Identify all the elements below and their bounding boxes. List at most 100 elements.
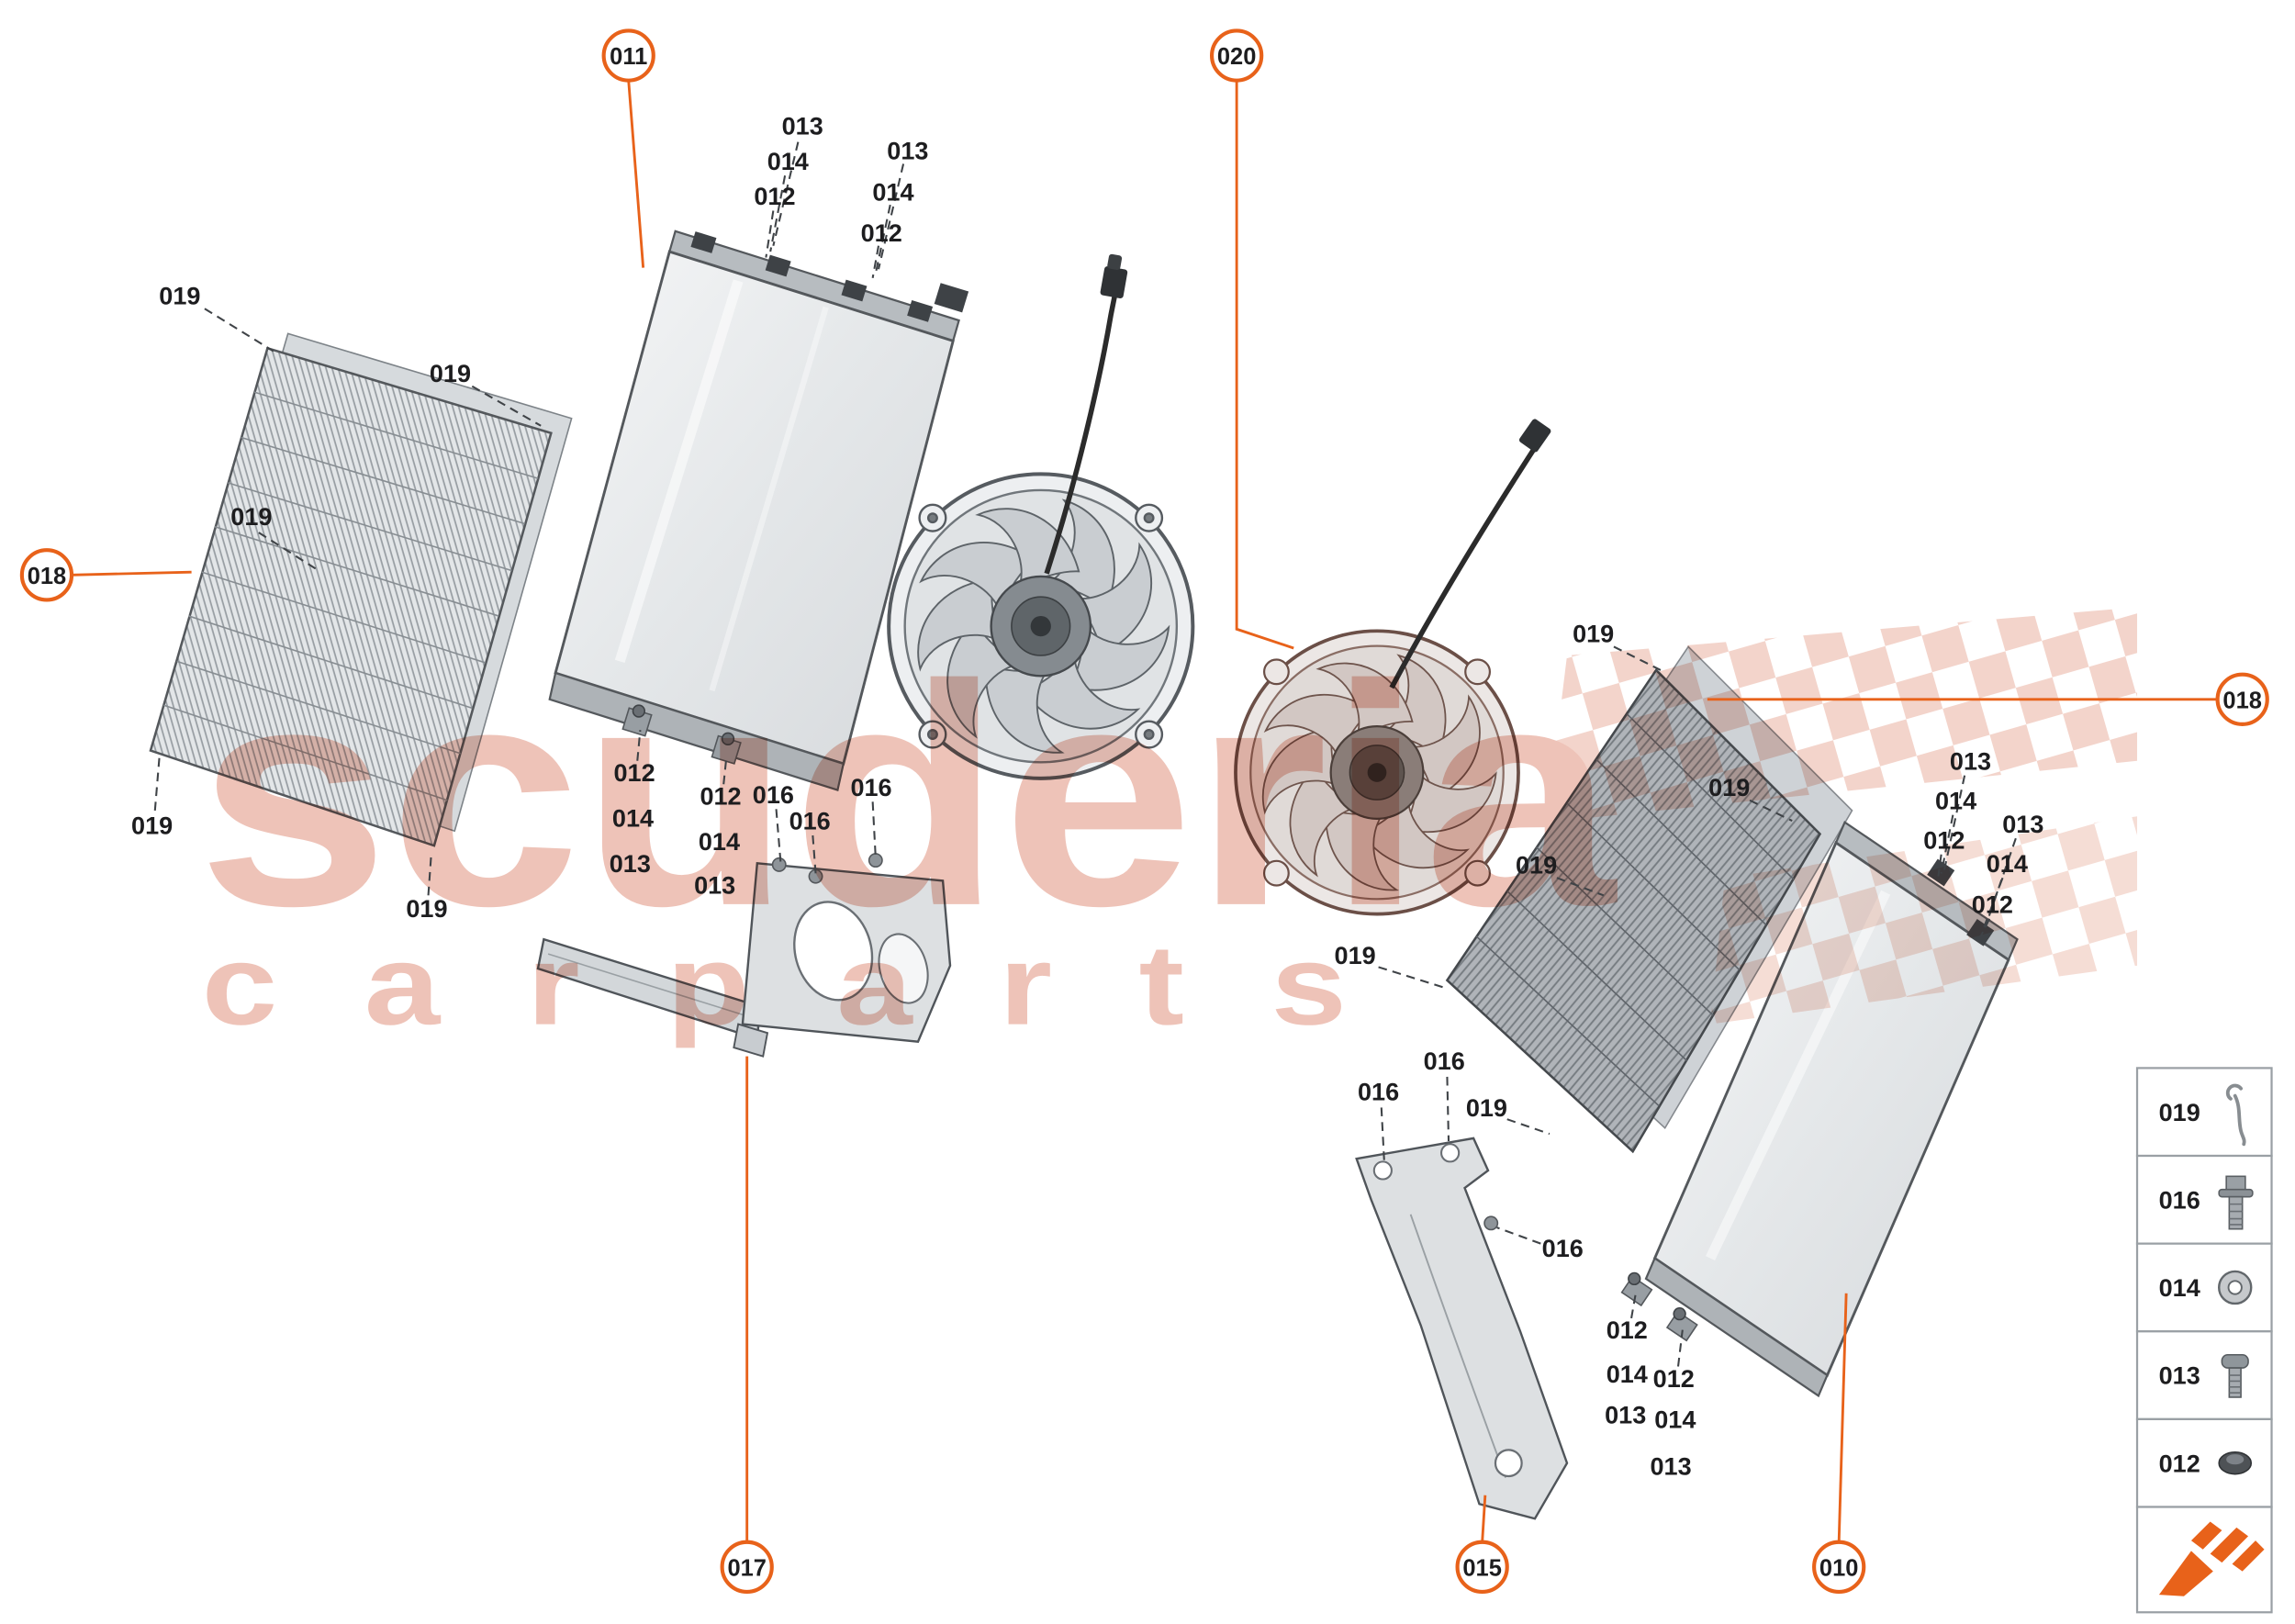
legend-row-012[interactable]: 012 (2135, 1417, 2273, 1508)
callout-015[interactable]: 015 (1455, 1540, 1509, 1595)
screw-icon (2221, 1353, 2249, 1398)
retaining-clip-icon (2225, 1083, 2246, 1147)
part-label-013: 013 (1605, 1401, 1646, 1429)
part-label-012: 012 (1606, 1316, 1648, 1344)
legend-row-014[interactable]: 014 (2135, 1242, 2273, 1333)
left-condenser-mesh (149, 332, 573, 847)
part-label-014: 014 (1987, 849, 2028, 878)
part-label-014: 014 (612, 803, 654, 832)
part-label-012: 012 (861, 218, 902, 247)
radiator-bottom-tank (1644, 1256, 1829, 1398)
callout-020-label: 020 (1217, 44, 1256, 70)
watermark-subtitle: c a r p a r t s (202, 923, 1371, 1049)
fan-primary-connector (1100, 266, 1128, 298)
part-label-012: 012 (700, 782, 741, 811)
callout-010-label: 010 (1819, 1555, 1858, 1581)
fan-shroud-bracket-left (536, 853, 952, 1058)
part-label-014: 014 (1935, 786, 1976, 814)
part-label-013: 013 (782, 112, 823, 140)
fastener-legend: 019 016 014 013 (2135, 1067, 2273, 1614)
part-label-016: 016 (753, 780, 794, 809)
flange-bolt-icon (2218, 1175, 2254, 1230)
part-label-019: 019 (131, 811, 173, 839)
part-label-019: 019 (1516, 850, 1557, 879)
cooling-fan-secondary (1234, 629, 1520, 916)
legend-row-019[interactable]: 019 (2135, 1067, 2273, 1158)
part-label-013: 013 (1650, 1451, 1691, 1480)
callout-017[interactable]: 017 (720, 1540, 774, 1595)
callout-018-left[interactable]: 018 (19, 548, 74, 602)
watermark: scuderia c a r p a r t s (197, 607, 2138, 1049)
part-label-014: 014 (1606, 1360, 1648, 1388)
radiator-top-mount-tabs (690, 231, 969, 322)
part-label-013: 013 (610, 849, 651, 878)
part-label-013: 013 (2002, 810, 2043, 838)
part-label-016: 016 (850, 773, 891, 801)
fan-secondary-cable (1389, 419, 1551, 689)
part-labels: 013 014 012 013 014 012 019 019 019 019 … (131, 112, 2043, 1481)
grommet-icon (2218, 1450, 2253, 1475)
callouts: 011 020 018 018 017 015 010 (19, 28, 2269, 1595)
fan-mounting-ears (1262, 658, 1492, 887)
part-label-019: 019 (1335, 941, 1376, 969)
legend-label-012: 012 (2159, 1449, 2200, 1477)
callout-011[interactable]: 011 (601, 28, 655, 83)
legend-label-013: 013 (2159, 1361, 2200, 1390)
part-label-012: 012 (613, 758, 655, 787)
center-radiator (548, 230, 969, 792)
legend-row-016[interactable]: 016 (2135, 1154, 2273, 1245)
fan-mounting-ears (918, 503, 1164, 749)
callout-010[interactable]: 010 (1812, 1540, 1866, 1595)
part-label-014: 014 (872, 177, 913, 206)
legend-label-014: 014 (2159, 1273, 2200, 1302)
legend-row-013[interactable]: 013 (2135, 1330, 2273, 1420)
scuderia-arrow-logo (2158, 1521, 2265, 1596)
washer-icon (2218, 1270, 2253, 1305)
callout-018-label: 018 (2222, 688, 2261, 713)
part-label-012: 012 (1972, 890, 2013, 918)
radiator-bottom-connectors (1620, 1271, 1698, 1342)
cooling-fan-primary (887, 472, 1195, 780)
fan-shroud-bracket-right (1355, 1137, 1569, 1520)
part-label-013: 013 (887, 137, 928, 165)
bracket-screw-points (771, 853, 883, 884)
part-label-012: 012 (1653, 1364, 1695, 1393)
part-label-013: 013 (1950, 746, 1991, 775)
part-label-019: 019 (230, 502, 272, 531)
part-label-019: 019 (159, 281, 200, 309)
callout-015-label: 015 (1462, 1555, 1501, 1581)
part-label-016: 016 (1542, 1234, 1584, 1262)
fan-primary-cable (1044, 253, 1128, 575)
part-label-019: 019 (1466, 1093, 1507, 1122)
callout-017-label: 017 (727, 1555, 766, 1581)
legend-label-019: 019 (2159, 1098, 2200, 1126)
leader-lines-callouts (71, 80, 2218, 1542)
leader-lines-dashed (153, 141, 2017, 1367)
legend-label-016: 016 (2159, 1185, 2200, 1214)
part-label-014: 014 (1654, 1405, 1696, 1433)
part-label-014: 014 (699, 827, 740, 856)
part-label-013: 013 (694, 871, 735, 900)
watermark-title: scuderia (197, 620, 1618, 971)
fan-secondary-connector (1518, 419, 1551, 453)
part-label-012: 012 (1923, 825, 1965, 854)
callout-018-label: 018 (28, 564, 66, 589)
callout-020[interactable]: 020 (1209, 28, 1264, 83)
checkered-flag-watermark (1546, 607, 2138, 823)
callout-011-label: 011 (610, 44, 647, 70)
legend-logo-cell (2135, 1506, 2273, 1614)
part-label-019: 019 (430, 359, 471, 387)
radiator-bottom-connectors (621, 704, 742, 765)
part-label-014: 014 (767, 147, 809, 175)
part-label-019: 019 (1573, 620, 1614, 648)
callout-018-right[interactable]: 018 (2215, 672, 2269, 726)
part-label-016: 016 (789, 807, 831, 835)
part-label-019: 019 (1708, 773, 1750, 801)
radiator-bottom-tank (548, 671, 845, 792)
part-label-016: 016 (1358, 1077, 1399, 1105)
part-label-016: 016 (1424, 1047, 1465, 1075)
part-label-012: 012 (754, 182, 795, 210)
mesh-row-lines (163, 391, 539, 801)
